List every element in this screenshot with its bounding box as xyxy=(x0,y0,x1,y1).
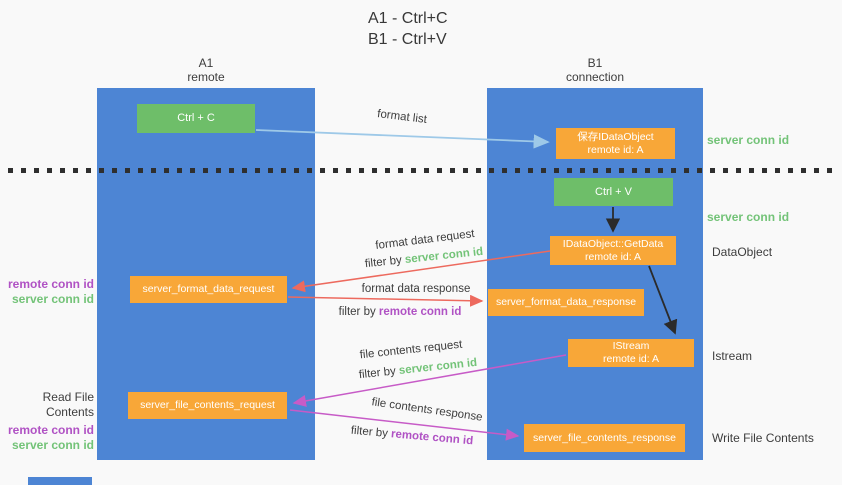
node-format-response-label: server_format_data_response xyxy=(495,296,637,308)
label-file-contents-request: file contents request xyxy=(359,338,463,362)
column-a1-header: A1 remote xyxy=(97,56,315,84)
label-server-conn-id-top: server conn id xyxy=(707,133,790,147)
label-istream: Istream xyxy=(712,349,753,363)
label-remote-conn-id-2: remote conn id xyxy=(7,423,94,437)
node-file-request-label: server_file_contents_request xyxy=(140,399,275,411)
arrow-format-data-response xyxy=(287,294,484,307)
filter-prefix-3: filter by xyxy=(358,365,400,382)
node-istream: IStream remote id: A xyxy=(568,339,694,367)
title-line-1: A1 - Ctrl+C xyxy=(368,10,448,27)
column-a1-name: A1 xyxy=(198,56,214,70)
label-filter-by-remote-conn-id-1: filter by remote conn id xyxy=(339,306,462,318)
label-filter-by-server-conn-id-2: filter by server conn id xyxy=(358,357,477,381)
title-line-2: B1 - Ctrl+V xyxy=(368,31,447,48)
label-filter-by-remote-conn-id-2: filter by remote conn id xyxy=(350,425,473,448)
node-save-dataobject-line1: 保存IDataObject xyxy=(577,130,654,143)
node-save-dataobject: 保存IDataObject remote id: A xyxy=(556,128,675,159)
filter-prefix-1: filter by xyxy=(364,254,406,271)
filter-value-3: server conn id xyxy=(398,356,478,377)
partial-bottom-element xyxy=(28,477,92,485)
label-block-read-file: Read File Contents remote conn id server… xyxy=(0,390,94,453)
label-server-conn-id-mid: server conn id xyxy=(707,210,790,224)
diagram-title: A1 - Ctrl+C B1 - Ctrl+V xyxy=(368,8,448,50)
column-a1-role: remote xyxy=(187,70,225,84)
label-format-list: format list xyxy=(376,108,428,126)
label-file-contents-response: file contents response xyxy=(370,396,484,424)
column-b1-header: B1 connection xyxy=(487,56,703,84)
label-read-file-contents: Read File Contents xyxy=(42,390,94,419)
node-format-request-label: server_format_data_request xyxy=(142,283,275,295)
node-ctrl-c: Ctrl + C xyxy=(137,104,255,133)
node-save-dataobject-line2: remote id: A xyxy=(587,143,644,156)
node-server-format-data-request: server_format_data_request xyxy=(130,276,287,303)
label-remote-conn-id-1: remote conn id xyxy=(7,277,94,291)
node-file-response-label: server_file_contents_response xyxy=(532,431,676,444)
node-server-file-contents-request: server_file_contents_request xyxy=(128,392,287,419)
node-ctrl-v: Ctrl + V xyxy=(554,178,673,206)
node-ctrl-v-label: Ctrl + V xyxy=(595,185,632,198)
clipboard-boundary-divider xyxy=(8,168,834,173)
filter-value-2: remote conn id xyxy=(378,306,462,318)
label-block-conn-ids-1: remote conn id server conn id xyxy=(0,277,94,307)
node-getdata-line1: IDataObject::GetData xyxy=(562,237,664,250)
label-server-conn-id-1: server conn id xyxy=(11,292,94,306)
filter-value-1: server conn id xyxy=(404,245,484,266)
column-b1-name: B1 xyxy=(587,56,603,70)
node-istream-line2: remote id: A xyxy=(602,353,660,365)
node-idataobject-getdata: IDataObject::GetData remote id: A xyxy=(550,236,676,265)
filter-value-4: remote conn id xyxy=(390,428,474,448)
label-server-conn-id-2: server conn id xyxy=(11,438,94,452)
filter-prefix-4: filter by xyxy=(350,424,392,441)
node-server-file-contents-response: server_file_contents_response xyxy=(524,424,685,452)
column-b1-role: connection xyxy=(565,70,625,84)
node-ctrl-c-label: Ctrl + C xyxy=(177,112,215,124)
label-dataobject: DataObject xyxy=(712,245,773,259)
label-write-file-contents: Write File Contents xyxy=(712,431,814,445)
node-server-format-data-response: server_format_data_response xyxy=(488,289,644,316)
filter-prefix-2: filter by xyxy=(338,306,379,318)
node-getdata-line2: remote id: A xyxy=(584,250,642,263)
node-istream-line1: IStream xyxy=(612,340,650,352)
label-format-data-response: format data response xyxy=(361,283,471,295)
